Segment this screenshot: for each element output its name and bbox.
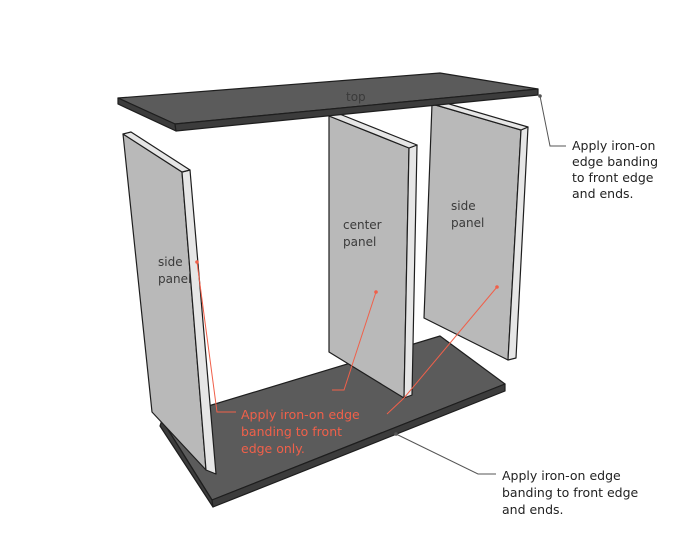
gray-leader-dot-top <box>538 94 542 98</box>
bottom-board <box>159 335 506 508</box>
top-board <box>117 72 539 132</box>
center-panel <box>328 112 418 399</box>
right-panel-face <box>423 103 522 361</box>
callout-bottom-line3: and ends. <box>502 502 564 517</box>
callout-top-line3: to front edge <box>572 170 654 185</box>
right-panel-label-line2: panel <box>451 216 484 230</box>
callout-panels-line2: banding to front <box>241 424 342 439</box>
red-leader-dot-right <box>495 285 499 289</box>
left-panel-top-edge <box>122 131 191 173</box>
left-panel-label-line1: side <box>158 255 183 269</box>
callout-top-edges: Apply iron-on edge banding to front edge… <box>572 138 658 201</box>
bottom-board-edge-front <box>211 383 506 508</box>
left-panel-label-line2: panel <box>158 272 191 286</box>
red-leaders <box>195 260 499 415</box>
callout-panels-line3: edge only. <box>241 441 305 456</box>
right-panel-label-line1: side <box>451 199 476 213</box>
gray-leader-dot-bottom <box>394 432 398 436</box>
callout-bottom-line1: Apply iron-on edge <box>502 468 621 483</box>
callout-top-line4: and ends. <box>572 186 634 201</box>
center-panel-face <box>328 115 410 399</box>
top-board-edge-front <box>174 88 539 132</box>
red-leader-dot-center <box>374 290 378 294</box>
callout-bottom-line2: banding to front edge <box>502 485 639 500</box>
callout-top-line1: Apply iron-on <box>572 138 655 153</box>
red-leader-left-panel <box>196 261 236 413</box>
top-label: top <box>346 90 366 104</box>
red-leader-right-panel <box>386 286 498 415</box>
center-panel-label-line2: panel <box>343 235 376 249</box>
center-panel-label-line1: center <box>343 218 382 232</box>
right-side-panel <box>423 100 529 361</box>
gray-leader-bottom <box>395 433 496 475</box>
red-leader-dot-left <box>195 260 199 264</box>
red-leader-center-panel <box>332 291 377 391</box>
callout-panels-front: Apply iron-on edge banding to front edge… <box>241 407 360 456</box>
callout-top-line2: edge banding <box>572 154 658 169</box>
callout-panels-line1: Apply iron-on edge <box>241 407 360 422</box>
callout-bottom-edges: Apply iron-on edge banding to front edge… <box>502 468 639 517</box>
gray-leaders <box>394 94 566 475</box>
gray-leader-top <box>539 95 566 147</box>
left-side-panel <box>122 131 217 475</box>
